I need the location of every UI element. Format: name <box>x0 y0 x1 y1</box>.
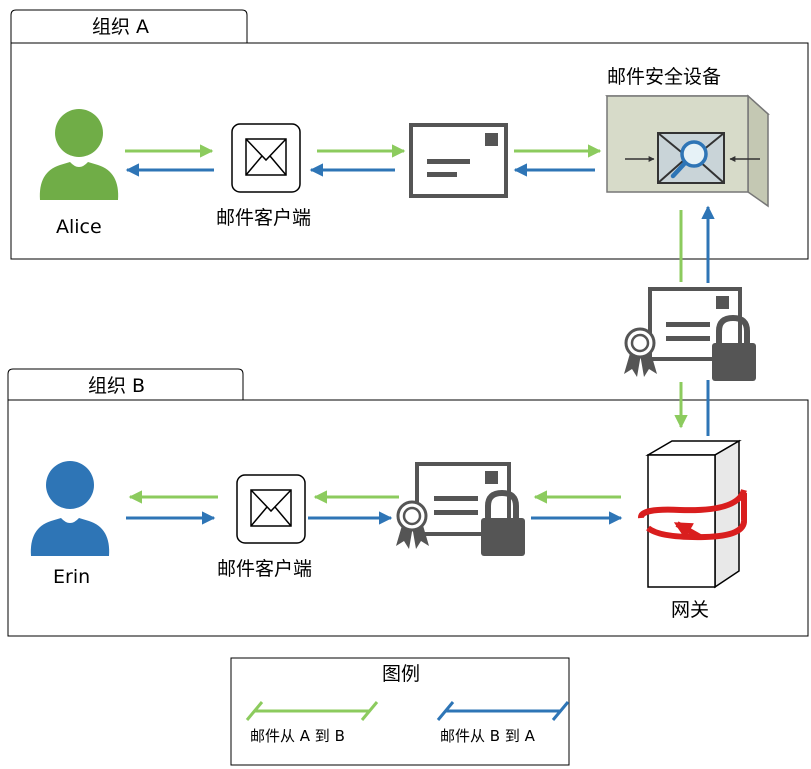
legend-label-a-to-b: 邮件从 A 到 B <box>250 727 345 745</box>
padlock-icon <box>481 489 525 556</box>
org-a-box <box>10 9 809 260</box>
mail-client-b-envelope-icon <box>236 474 306 544</box>
mail-client-a-label: 邮件客户端 <box>216 207 312 229</box>
legend <box>230 657 570 766</box>
alice-label: Alice <box>56 216 102 238</box>
org-b-label: 组织 B <box>88 375 146 397</box>
appliance-label: 邮件安全设备 <box>607 66 722 88</box>
gateway-label: 网关 <box>671 599 710 621</box>
letter-icon <box>409 123 508 198</box>
mail-security-appliance-icon <box>605 94 770 208</box>
org-b-box <box>7 368 809 637</box>
mail-client-b-label: 邮件客户端 <box>217 558 313 580</box>
alice-person-icon <box>39 109 119 200</box>
erin-person-icon <box>30 461 110 556</box>
certificate-ribbon-icon <box>624 327 657 377</box>
certificate-ribbon-icon <box>396 500 429 549</box>
org-a-label: 组织 A <box>92 16 150 38</box>
erin-label: Erin <box>53 566 91 588</box>
legend-line-a-to-b <box>245 701 379 721</box>
legend-title: 图例 <box>382 663 421 685</box>
legend-line-b-to-a <box>436 701 570 721</box>
padlock-icon <box>712 314 756 381</box>
secured-letter-b-icon <box>396 462 525 556</box>
legend-label-b-to-a: 邮件从 B 到 A <box>440 727 535 745</box>
secured-letter-icon <box>624 287 756 381</box>
gateway-server-icon <box>638 439 747 589</box>
mail-client-a-envelope-icon <box>231 123 301 193</box>
